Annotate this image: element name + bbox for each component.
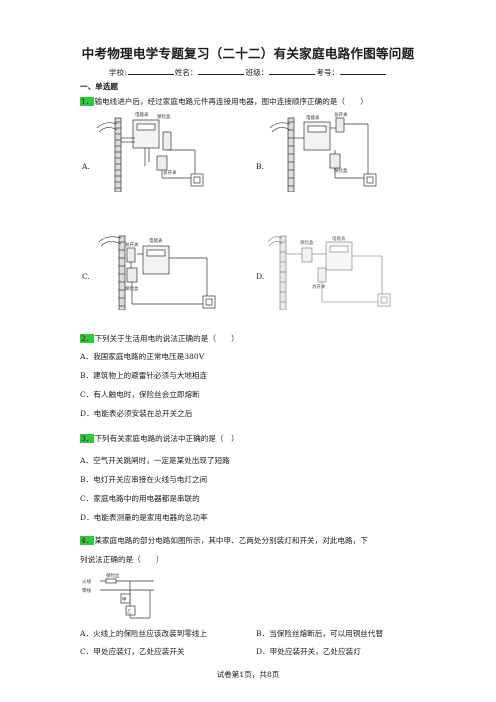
label-switch: 总开关 xyxy=(312,283,326,290)
label-switch: 总开关 xyxy=(125,241,139,248)
question-2-number: 2． xyxy=(80,334,95,343)
label-fuse: 保险丝 xyxy=(106,572,120,579)
q1-option-d-label[interactable]: D. xyxy=(256,272,265,281)
q2-option-c[interactable]: C．有人触电时，保险丝会立即熔断 xyxy=(80,390,200,399)
question-1-number: 1． xyxy=(80,97,95,106)
q1-option-b-label[interactable]: B. xyxy=(256,162,264,171)
q4-option-c[interactable]: C．甲处应装灯，乙处应装开关 xyxy=(80,647,185,656)
q3-option-a[interactable]: A．空气开关跳闸时，一定是某处出现了短路 xyxy=(80,456,230,465)
school-blank[interactable] xyxy=(127,66,174,75)
q1-figure-b: 电能表 总开关 保险盒 xyxy=(269,111,377,192)
question-1: 1．输电线进户后，经过家庭电路元件再连接用电器，图中连接顺序正确的是（ ） xyxy=(80,96,368,107)
question-2-text: 下列关于生活用电的说法正确的是（ ） xyxy=(94,334,239,343)
q1-figure-c: 总开关 电能表 保险盒 xyxy=(98,235,216,310)
q4-option-d[interactable]: D．甲处应装开关，乙处应装灯 xyxy=(256,647,361,656)
question-4-number: 4． xyxy=(80,536,95,545)
question-4: 4．某家庭电路的部分电路如图所示，其中甲、乙两处分别装灯和开关，对此电路，下 xyxy=(80,535,368,546)
student-info-line: 学校: 姓名： 班级： 考号： xyxy=(0,66,496,78)
label-meter: 电能表 xyxy=(306,114,320,121)
class-label: 班级： xyxy=(245,68,269,77)
q2-option-d[interactable]: D．电能表必须安装在总开关之后 xyxy=(80,409,193,418)
q1-figure-d: 保险盒 电能表 总开关 xyxy=(267,235,391,310)
name-blank[interactable] xyxy=(198,66,245,75)
q4-option-a[interactable]: A．火线上的保险丝应该改装到零线上 xyxy=(80,629,207,638)
label-fusebox: 保险盒 xyxy=(157,113,171,120)
q3-option-b[interactable]: B．电灯开关应串接在火线与电灯之间 xyxy=(80,475,208,484)
exam-no-label: 考号： xyxy=(316,68,340,77)
q4-circuit-figure: 保险丝 火线 零线 甲 乙 xyxy=(82,572,154,619)
label-jia: 甲 xyxy=(122,597,127,603)
question-3: 3．下列有关家庭电路的说法中正确的是（ ） xyxy=(80,433,239,444)
q1-option-a-label[interactable]: A. xyxy=(82,162,90,171)
label-neutral-wire: 零线 xyxy=(82,587,91,594)
question-2: 2．下列关于生活用电的说法正确的是（ ） xyxy=(80,333,239,344)
label-meter: 电能表 xyxy=(135,111,149,118)
label-switch: 总开关 xyxy=(334,111,348,118)
q4-option-b[interactable]: B．当保险丝熔断后，可以用铜丝代替 xyxy=(256,629,384,638)
section-heading: 一、单选题 xyxy=(80,82,118,91)
label-live-wire: 火线 xyxy=(82,578,91,585)
q3-option-d[interactable]: D．电能表测量的是家用电器的总功率 xyxy=(80,513,208,522)
question-4-text-line2: 列说法正确的是（ ） xyxy=(80,555,164,564)
class-blank[interactable] xyxy=(269,66,316,75)
q1-option-c-label[interactable]: C. xyxy=(82,272,90,281)
label-fusebox: 保险盒 xyxy=(300,239,314,246)
q2-option-b[interactable]: B．建筑物上的避雷针必须与大地相连 xyxy=(80,371,208,380)
school-label: 学校: xyxy=(108,68,127,77)
label-meter: 电能表 xyxy=(332,235,346,242)
q1-figure-a: 电能表 保险盒 总开关 xyxy=(96,111,204,192)
name-label: 姓名： xyxy=(174,68,198,77)
page-footer: 试卷第1页，共8页 xyxy=(216,670,280,679)
label-yi: 乙 xyxy=(127,608,132,615)
q3-option-c[interactable]: C．家庭电路中的用电器都是串联的 xyxy=(80,494,200,503)
q2-option-a[interactable]: A．我国家庭电路的正常电压是380V xyxy=(80,352,205,361)
question-1-text: 输电线进户后，经过家庭电路元件再连接用电器，图中连接顺序正确的是（ ） xyxy=(94,97,368,106)
question-3-number: 3． xyxy=(80,434,95,443)
label-meter: 电能表 xyxy=(149,237,163,244)
label-fusebox: 保险盒 xyxy=(125,285,139,292)
question-3-text: 下列有关家庭电路的说法中正确的是（ ） xyxy=(94,434,239,443)
label-fusebox: 保险盒 xyxy=(334,167,348,174)
exam-no-blank[interactable] xyxy=(340,66,387,75)
page-title: 中考物理电学专题复习（二十二）有关家庭电路作图等问题 xyxy=(81,46,415,61)
label-switch: 总开关 xyxy=(163,169,177,176)
question-4-text-line1: 某家庭电路的部分电路如图所示，其中甲、乙两处分别装灯和开关，对此电路，下 xyxy=(94,536,368,545)
